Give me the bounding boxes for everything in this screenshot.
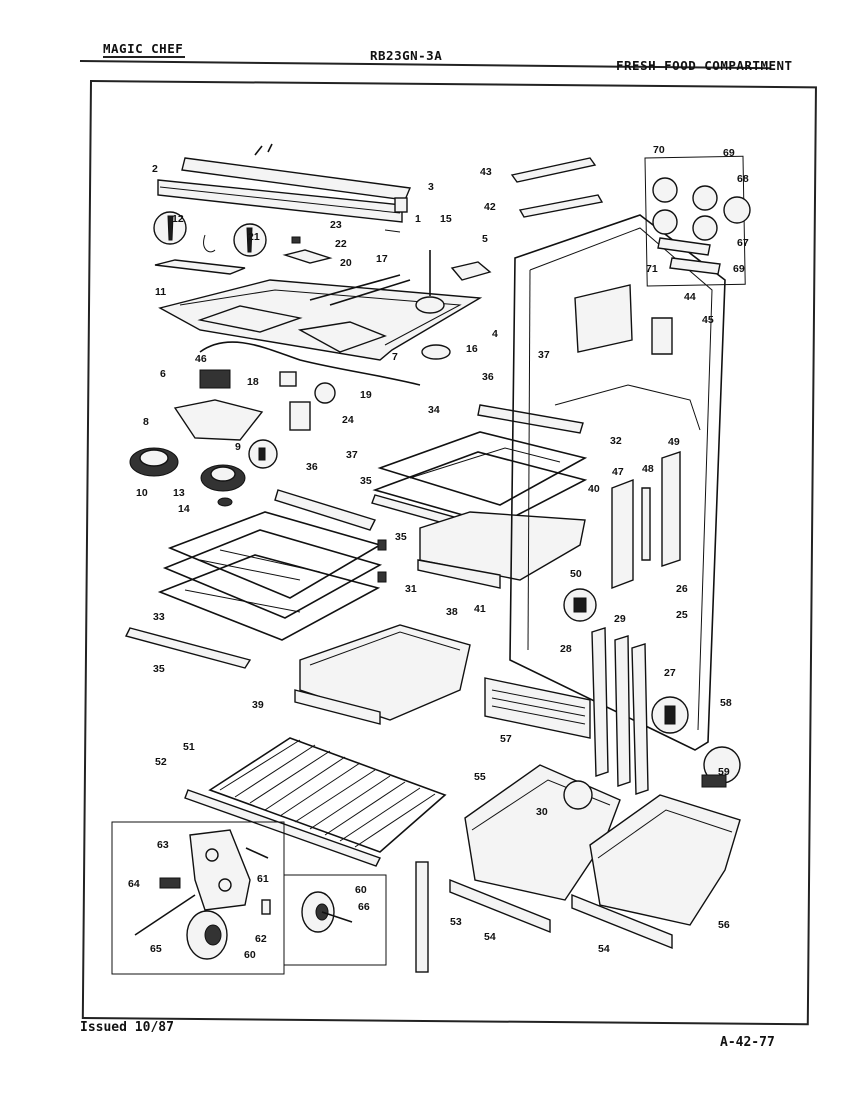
part-label-31: 31 (405, 583, 417, 595)
part-label-63: 63 (157, 839, 169, 851)
part-label-7: 7 (392, 351, 398, 363)
part-label-2: 2 (152, 163, 158, 175)
part-label-37: 37 (346, 449, 358, 461)
part-label-19: 19 (360, 389, 372, 401)
part-label-6: 6 (160, 368, 166, 380)
part-label-37: 37 (538, 349, 550, 361)
part-label-28: 28 (560, 643, 572, 655)
brand-underline (103, 56, 185, 58)
part-label-11: 11 (155, 286, 166, 298)
glass-shelf (184, 737, 447, 867)
top-cover-assembly (157, 143, 411, 233)
part-label-5: 5 (482, 233, 488, 245)
part-label-61: 61 (257, 873, 269, 885)
part-label-45: 45 (702, 314, 714, 326)
part-label-34: 34 (428, 404, 440, 416)
part-label-33: 33 (153, 611, 165, 623)
part-label-49: 49 (668, 436, 680, 448)
part-label-26: 26 (676, 583, 688, 595)
part-label-60: 60 (244, 949, 256, 961)
part-label-58: 58 (720, 697, 732, 709)
part-label-46: 46 (195, 353, 207, 365)
part-label-24: 24 (342, 414, 354, 426)
part-label-12: 12 (172, 213, 184, 225)
part-label-15: 15 (440, 213, 452, 225)
part-label-8: 8 (143, 416, 149, 428)
part-label-16: 16 (466, 343, 478, 355)
part-label-1: 1 (415, 213, 421, 225)
part-label-54: 54 (598, 943, 610, 955)
part-label-59: 59 (718, 766, 730, 778)
part-label-54: 54 (484, 931, 496, 943)
part-label-70: 70 (653, 144, 665, 156)
part-label-36: 36 (306, 461, 318, 473)
left-shelves (124, 489, 387, 669)
part-label-35: 35 (395, 531, 407, 543)
part-label-39: 39 (252, 699, 264, 711)
part-label-48: 48 (642, 463, 654, 475)
issued-date: Issued 10/87 (80, 1020, 174, 1035)
part-label-71: 71 (646, 263, 658, 275)
part-label-66: 66 (358, 901, 370, 913)
part-label-43: 43 (480, 166, 492, 178)
part-label-40: 40 (588, 483, 600, 495)
part-label-17: 17 (376, 253, 388, 265)
part-label-60: 60 (355, 884, 367, 896)
part-label-21: 21 (248, 231, 260, 243)
part-label-36: 36 (482, 371, 494, 383)
part-label-52: 52 (155, 756, 167, 768)
part-label-14: 14 (178, 503, 190, 515)
part-label-10: 10 (136, 487, 148, 499)
part-label-13: 13 (173, 487, 185, 499)
part-label-62: 62 (255, 933, 267, 945)
control-tray (158, 250, 483, 361)
part-label-4: 4 (492, 328, 498, 340)
part-label-68: 68 (737, 173, 749, 185)
part-label-3: 3 (428, 181, 434, 193)
part-label-32: 32 (610, 435, 622, 447)
part-label-50: 50 (570, 568, 582, 580)
part-label-23: 23 (330, 219, 342, 231)
part-label-55: 55 (474, 771, 486, 783)
section-label: FRESH FOOD COMPARTMENT (616, 58, 793, 73)
cabinet-liner (509, 214, 726, 751)
part-label-44: 44 (684, 291, 696, 303)
part-label-64: 64 (128, 878, 140, 890)
model-label: RB23GN-3A (370, 48, 443, 63)
brand-label: MAGIC CHEF (103, 41, 184, 56)
part-label-35: 35 (360, 475, 372, 487)
part-label-27: 27 (664, 667, 676, 679)
part-label-38: 38 (446, 606, 458, 618)
part-label-67: 67 (737, 237, 749, 249)
part-label-51: 51 (183, 741, 195, 753)
part-label-22: 22 (335, 238, 347, 250)
part-label-69: 69 (733, 263, 745, 275)
part-label-20: 20 (340, 257, 352, 269)
part-label-47: 47 (612, 466, 624, 478)
part-label-18: 18 (247, 376, 259, 388)
part-label-53: 53 (450, 916, 462, 928)
part-label-25: 25 (676, 609, 688, 621)
part-label-65: 65 (150, 943, 162, 955)
part-label-29: 29 (614, 613, 626, 625)
part-label-35: 35 (153, 663, 165, 675)
part-label-41: 41 (474, 603, 486, 615)
part-label-30: 30 (536, 806, 548, 818)
part-label-57: 57 (500, 733, 512, 745)
part-label-69: 69 (723, 147, 735, 159)
part-label-42: 42 (484, 201, 496, 213)
part-label-9: 9 (235, 441, 241, 453)
part-label-56: 56 (718, 919, 730, 931)
diagram-code: A-42-77 (720, 1035, 775, 1050)
